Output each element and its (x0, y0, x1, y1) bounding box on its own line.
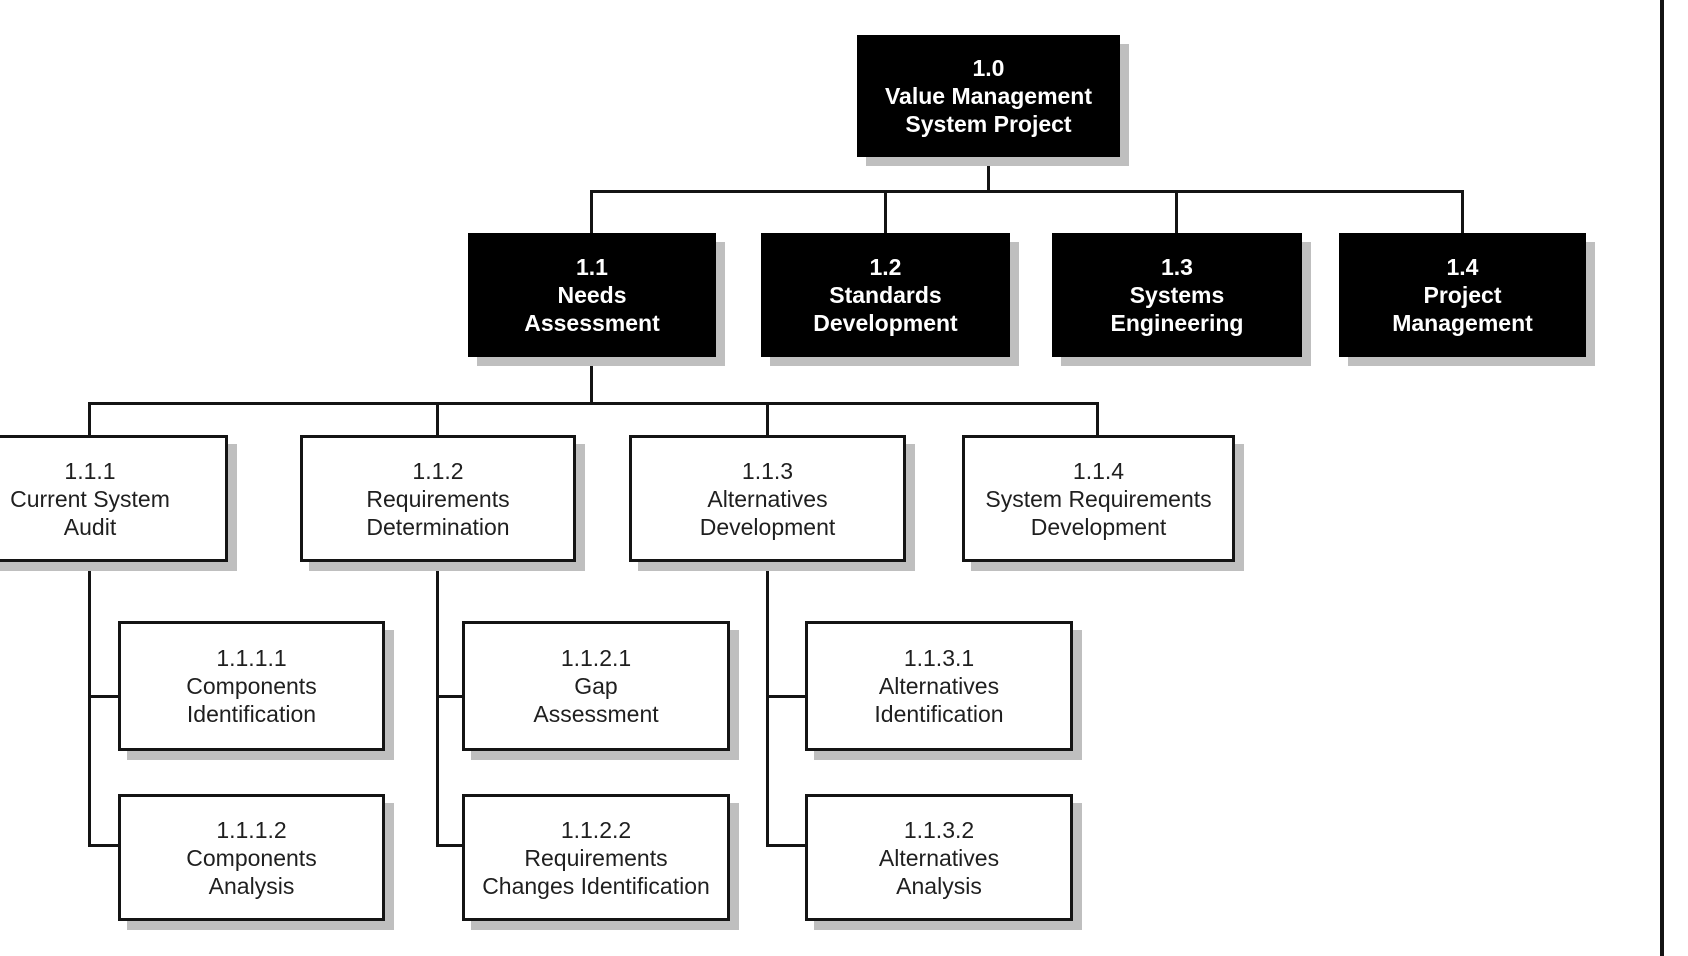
node-label-line: Systems (1129, 282, 1225, 308)
wbs-node-1-1-3: 1.1.3 Alternatives Development (629, 435, 906, 562)
connector-line (1175, 190, 1178, 233)
connector-line (590, 190, 1464, 193)
node-label-line: Components (186, 673, 317, 699)
node-code: 1.1.2.2 (560, 816, 632, 843)
wbs-node-1-2: 1.2 Standards Development (761, 233, 1010, 357)
page-border-right (1660, 0, 1664, 956)
node-label-line: Components (186, 844, 317, 871)
node-label-line: Identification (874, 701, 1004, 727)
node-label-line: Project (1423, 282, 1502, 308)
node-label-line: Engineering (1110, 310, 1244, 336)
node-label-line: Management (1392, 310, 1533, 336)
node-label-line: Development (813, 310, 958, 336)
node-label-line: Alternatives (707, 485, 828, 512)
node-label-line: Needs (557, 282, 627, 308)
node-label-line: Gap (574, 673, 618, 699)
connector-line (88, 562, 91, 847)
node-label-line: Current System (10, 485, 170, 512)
connector-line (766, 695, 805, 698)
node-code: 1.2 (869, 254, 902, 280)
connector-line (436, 695, 462, 698)
connector-line (590, 357, 593, 405)
connector-line (88, 402, 91, 435)
node-label-line: Determination (366, 513, 510, 540)
node-label-line: Alternatives (878, 844, 1000, 871)
wbs-node-1-1-2: 1.1.2 Requirements Determination (300, 435, 576, 562)
connector-line (590, 190, 593, 233)
connector-line (766, 844, 805, 847)
node-label-line: System Project (905, 111, 1072, 137)
node-label-line: Standards (829, 282, 942, 308)
node-code: 1.1.2.1 (560, 645, 632, 671)
node-code: 1.0 (972, 55, 1005, 81)
wbs-node-1-1-2-2: 1.1.2.2 Requirements Changes Identificat… (462, 794, 730, 921)
wbs-node-1-1-3-2: 1.1.3.2 Alternatives Analysis (805, 794, 1073, 921)
wbs-node-1-3: 1.3 Systems Engineering (1052, 233, 1302, 357)
wbs-node-1-1-1: 1.1.1 Current System Audit (0, 435, 228, 562)
node-code: 1.1.1 (64, 457, 116, 484)
node-label-line: Audit (63, 513, 117, 540)
node-code: 1.1.3.1 (903, 645, 975, 671)
wbs-node-1-4: 1.4 Project Management (1339, 233, 1586, 357)
node-label-line: Analysis (208, 872, 295, 899)
node-label-line: Alternatives (878, 673, 1000, 699)
node-label-line: Assessment (533, 701, 659, 727)
node-code: 1.1.1.1 (216, 645, 287, 671)
connector-line (436, 844, 462, 847)
connector-line (766, 402, 769, 435)
node-label-line: Requirements (524, 844, 668, 871)
connector-line (1461, 190, 1464, 233)
connector-line (1096, 402, 1099, 435)
node-label-line: Changes Identification (482, 872, 710, 899)
node-code: 1.1.3 (741, 457, 794, 484)
connector-line (88, 402, 1099, 405)
wbs-node-1-1-4: 1.1.4 System Requirements Development (962, 435, 1235, 562)
node-code: 1.1.3.2 (903, 816, 975, 843)
node-label-line: Value Management (884, 83, 1093, 109)
node-label-line: System Requirements (985, 485, 1212, 512)
node-label-line: Analysis (896, 872, 982, 899)
node-label-line: Requirements (366, 485, 510, 512)
connector-line (88, 844, 118, 847)
wbs-node-1-1: 1.1 Needs Assessment (468, 233, 716, 357)
node-code: 1.1.2 (412, 457, 464, 484)
wbs-node-1-1-1-2: 1.1.1.2 Components Analysis (118, 794, 385, 921)
wbs-node-1-1-1-1: 1.1.1.1 Components Identification (118, 621, 385, 751)
wbs-node-1-1-2-1: 1.1.2.1 Gap Assessment (462, 621, 730, 751)
connector-line (436, 402, 439, 435)
connector-line (884, 190, 887, 233)
node-code: 1.1.1.2 (216, 816, 287, 843)
connector-line (987, 157, 990, 193)
node-label-line: Assessment (524, 310, 660, 336)
node-code: 1.3 (1161, 254, 1193, 280)
node-label-line: Development (1030, 513, 1167, 540)
connector-line (766, 562, 769, 847)
node-code: 1.1 (576, 254, 608, 280)
node-code: 1.1.4 (1072, 457, 1125, 484)
connector-line (436, 562, 439, 847)
node-label-line: Development (699, 513, 836, 540)
node-code: 1.4 (1446, 254, 1479, 280)
wbs-node-1-1-3-1: 1.1.3.1 Alternatives Identification (805, 621, 1073, 751)
wbs-node-1-0: 1.0 Value Management System Project (857, 35, 1120, 157)
connector-line (88, 695, 118, 698)
node-label-line: Identification (186, 701, 317, 727)
